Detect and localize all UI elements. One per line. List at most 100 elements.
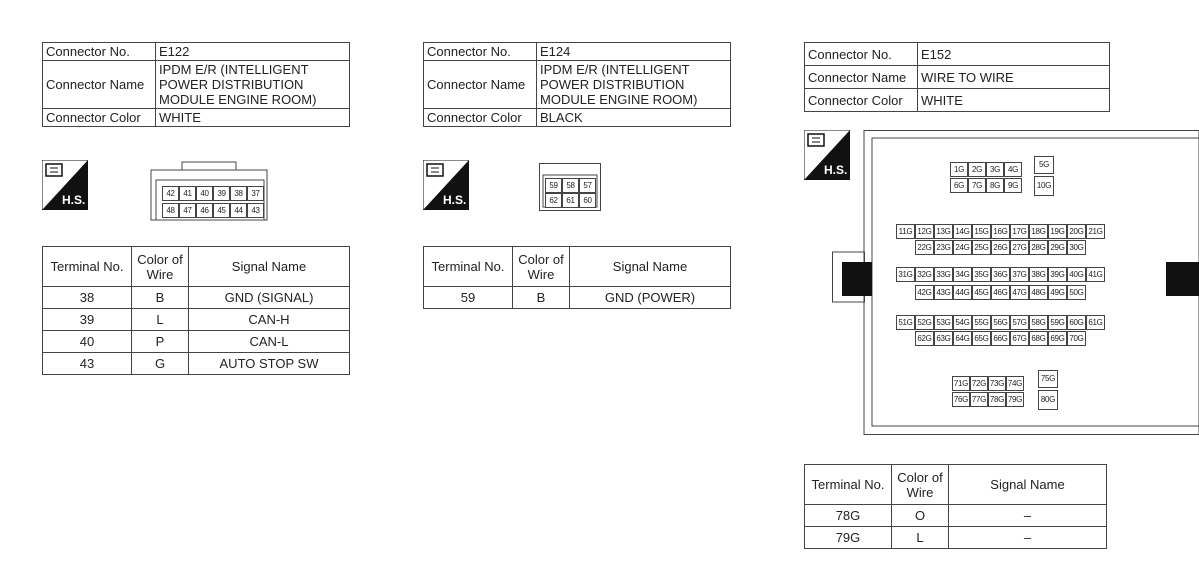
connector-color-label: Connector Color [423,108,537,127]
signal-name-header: Signal Name [948,464,1107,505]
connector-no-value: E122 [155,42,350,61]
terminal-pin: 55G [972,315,991,330]
terminal-pin: 57 [579,178,596,193]
terminal-pin: 48G [1029,285,1048,300]
connector-name-value: IPDM E/R (INTELLIGENT POWER DISTRIBUTION… [536,60,731,109]
terminal-pin: 63G [934,331,953,346]
terminal-pin: 59G [1048,315,1067,330]
name-line: MODULE ENGINE ROOM) [159,92,317,107]
terminal-pin: 58 [562,178,579,193]
terminal-pin: 32G [915,267,934,282]
terminal-pin: 42 [162,186,179,201]
connector-color-value: WHITE [155,108,350,127]
harness-side-icon: H.S. [804,130,850,180]
terminal-pin: 17G [1010,224,1029,239]
wire-color-header: Color of Wire [891,464,949,505]
wire-color-cell: B [131,286,189,309]
terminal-pin: 21G [1086,224,1105,239]
name-line: IPDM E/R (INTELLIGENT [159,62,309,77]
connector-no-label: Connector No. [423,42,537,61]
signal-name-header: Signal Name [188,246,350,287]
wire-color-cell: G [131,352,189,375]
terminal-pin: 18G [1029,224,1048,239]
signal-name-cell: GND (POWER) [569,286,731,309]
terminal-pin: 54G [953,315,972,330]
terminal-pin: 2G [968,162,986,177]
connector-name-value: IPDM E/R (INTELLIGENT POWER DISTRIBUTION… [155,60,350,109]
terminal-pin: 56G [991,315,1010,330]
terminal-pin: 43 [247,203,264,218]
terminal-pin: 57G [1010,315,1029,330]
terminal-no-header: Terminal No. [804,464,892,505]
wire-color-cell: L [131,308,189,331]
terminal-pin: 64G [953,331,972,346]
terminal-pin: 28G [1029,240,1048,255]
terminal-pin: 24G [953,240,972,255]
name-line: POWER DISTRIBUTION [159,77,304,92]
terminal-pin: 9G [1004,178,1022,193]
signal-name-cell: CAN-L [188,330,350,353]
terminal-pin: 4G [1004,162,1022,177]
signal-name-cell: GND (SIGNAL) [188,286,350,309]
terminal-pin: 20G [1067,224,1086,239]
terminal-no-cell: 43 [42,352,132,375]
terminal-no-cell: 38 [42,286,132,309]
terminal-pin: 45G [972,285,991,300]
terminal-pin: 3G [986,162,1004,177]
hs-label: H.S. [62,193,85,207]
terminal-pin: 30G [1067,240,1086,255]
terminal-pin: 44G [953,285,972,300]
terminal-pin: 41G [1086,267,1105,282]
terminal-pin: 7G [968,178,986,193]
terminal-no-header: Terminal No. [42,246,132,287]
wire-color-header: Color of Wire [512,246,570,287]
name-line: MODULE ENGINE ROOM) [540,92,698,107]
terminal-table-e122: Terminal No. Color of Wire Signal Name 3… [42,246,350,375]
terminal-pin: 39G [1048,267,1067,282]
terminal-pin: 6G [950,178,968,193]
terminal-pin: 49G [1048,285,1067,300]
connector-no-value: E124 [536,42,731,61]
connector-info-e124: Connector No. E124 Connector Name IPDM E… [423,42,731,127]
connector-name-value: WIRE TO WIRE [917,65,1110,89]
terminal-pin: 11G [896,224,915,239]
harness-side-icon: H.S. [423,160,469,210]
terminal-pin: 62 [545,193,562,208]
terminal-pin: 45 [213,203,230,218]
signal-name-cell: – [948,504,1107,527]
terminal-pin: 14G [953,224,972,239]
connector-info-e152: Connector No. E152 Connector Name WIRE T… [804,42,1110,112]
terminal-pin: 44 [230,203,247,218]
terminal-no-cell: 59 [423,286,513,309]
terminal-pin: 61 [562,193,579,208]
terminal-pin: 50G [1067,285,1086,300]
harness-side-icon: H.S. [42,160,88,210]
terminal-table-e152: Terminal No. Color of Wire Signal Name 7… [804,464,1107,549]
terminal-pin: 35G [972,267,991,282]
terminal-pin: 5G [1034,156,1054,174]
terminal-pin: 22G [915,240,934,255]
terminal-pin: 60 [579,193,596,208]
name-line: POWER DISTRIBUTION [540,77,685,92]
terminal-no-cell: 39 [42,308,132,331]
connector-color-value: BLACK [536,108,731,127]
terminal-pin: 38 [230,186,247,201]
hs-label: H.S. [443,193,466,207]
terminal-pin: 75G [1038,370,1058,388]
terminal-pin: 48 [162,203,179,218]
terminal-pin: 40G [1067,267,1086,282]
terminal-pin: 36G [991,267,1010,282]
signal-name-cell: CAN-H [188,308,350,331]
terminal-pin: 73G [988,376,1006,391]
terminal-pin: 8G [986,178,1004,193]
terminal-pin: 29G [1048,240,1067,255]
terminal-pin: 46 [196,203,213,218]
